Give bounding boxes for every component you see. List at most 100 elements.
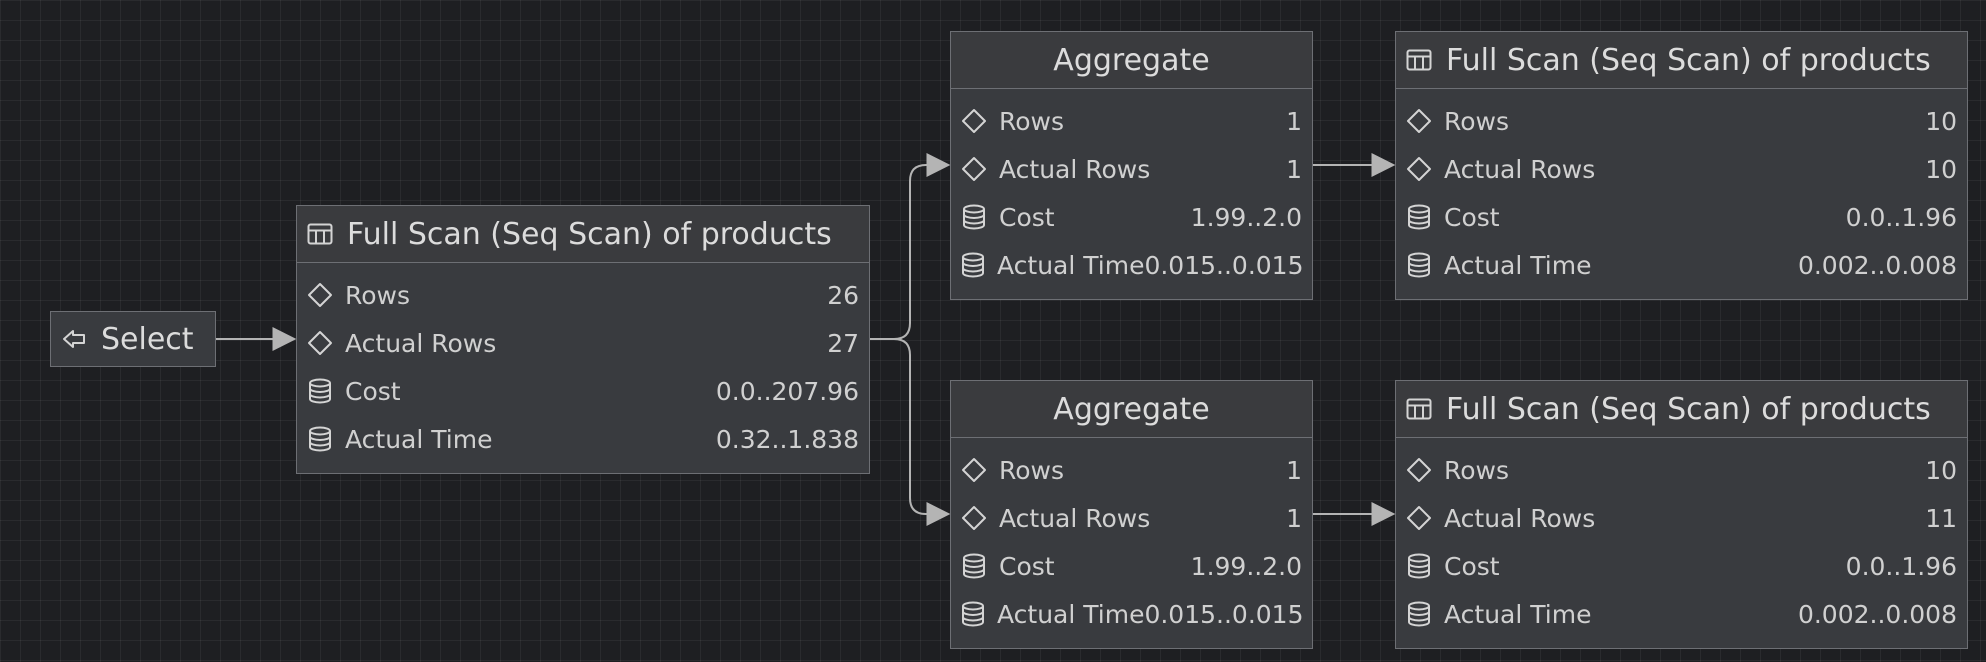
metric-row-actual-rows: Actual Rows 27 <box>297 319 869 367</box>
database-icon <box>961 553 987 579</box>
metric-label: Actual Rows <box>1444 154 1596 184</box>
metric-label: Actual Rows <box>999 154 1151 184</box>
metric-row-actual-time: Actual Time 0.32..1.838 <box>297 415 869 463</box>
metric-value: 10 <box>1925 154 1957 184</box>
edge-scan-to-aggregate-bottom <box>870 338 951 526</box>
plan-node-scan-top[interactable]: Full Scan (Seq Scan) of products Rows 10… <box>1395 31 1968 300</box>
metric-label: Cost <box>1444 551 1500 581</box>
metric-row-rows: Rows 10 <box>1396 97 1967 145</box>
metric-row-cost: Cost 1.99..2.0 <box>951 542 1312 590</box>
table-icon <box>1406 49 1432 71</box>
metric-row-cost: Cost 0.0..1.96 <box>1396 542 1967 590</box>
metric-label: Actual Time <box>997 250 1145 280</box>
metric-label: Cost <box>1444 202 1500 232</box>
diamond-icon <box>961 108 987 134</box>
metric-label: Actual Rows <box>999 503 1151 533</box>
metric-label: Cost <box>999 202 1055 232</box>
table-icon <box>307 223 333 245</box>
metric-label: Rows <box>345 280 411 310</box>
metric-value: 1 <box>1286 154 1302 184</box>
metric-row-actual-time: Actual Time 0.015..0.015 <box>951 241 1312 289</box>
database-icon <box>307 426 333 452</box>
metric-value: 0.32..1.838 <box>715 424 859 454</box>
database-icon <box>961 601 985 627</box>
metric-row-actual-rows: Actual Rows 1 <box>951 494 1312 542</box>
metric-row-actual-rows: Actual Rows 10 <box>1396 145 1967 193</box>
metric-value: 27 <box>827 328 859 358</box>
metric-row-actual-rows: Actual Rows 1 <box>951 145 1312 193</box>
metric-label: Actual Time <box>1444 250 1592 280</box>
metric-value: 0.015..0.015 <box>1144 599 1304 629</box>
metric-row-actual-time: Actual Time 0.002..0.008 <box>1396 590 1967 638</box>
node-header: Full Scan (Seq Scan) of products <box>1396 32 1967 89</box>
node-header: Full Scan (Seq Scan) of products <box>297 206 869 263</box>
diamond-icon <box>1406 505 1432 531</box>
node-title: Aggregate <box>1053 42 1210 78</box>
diamond-icon <box>961 457 987 483</box>
diamond-icon <box>961 505 987 531</box>
node-title: Aggregate <box>1053 391 1210 427</box>
metric-value: 1.99..2.0 <box>1190 551 1302 581</box>
diamond-icon <box>1406 156 1432 182</box>
metric-row-rows: Rows 10 <box>1396 446 1967 494</box>
plan-node-scan-bottom[interactable]: Full Scan (Seq Scan) of products Rows 10… <box>1395 380 1968 649</box>
diamond-icon <box>1406 457 1432 483</box>
metric-value: 0.015..0.015 <box>1144 250 1304 280</box>
metric-value: 0.0..1.96 <box>1845 202 1957 232</box>
metric-value: 11 <box>1925 503 1957 533</box>
metric-value: 0.0..1.96 <box>1845 551 1957 581</box>
metric-label: Cost <box>345 376 401 406</box>
database-icon <box>1406 553 1432 579</box>
metric-label: Actual Rows <box>345 328 497 358</box>
metric-value: 10 <box>1925 455 1957 485</box>
node-header: Aggregate <box>951 32 1312 89</box>
metric-value: 1 <box>1286 106 1302 136</box>
node-title: Full Scan (Seq Scan) of products <box>347 216 832 252</box>
database-icon <box>961 252 985 278</box>
table-icon <box>1406 398 1432 420</box>
metric-label: Actual Rows <box>1444 503 1596 533</box>
metric-value: 26 <box>827 280 859 310</box>
metric-value: 0.002..0.008 <box>1797 250 1957 280</box>
metric-value: 1 <box>1286 455 1302 485</box>
metric-label: Actual Time <box>345 424 493 454</box>
metric-row-rows: Rows 1 <box>951 446 1312 494</box>
database-icon <box>1406 601 1432 627</box>
metric-value: 1.99..2.0 <box>1190 202 1302 232</box>
plan-node-scan-root[interactable]: Full Scan (Seq Scan) of products Rows 26… <box>296 205 870 474</box>
select-node[interactable]: Select <box>50 311 216 367</box>
metric-label: Rows <box>999 106 1065 136</box>
metric-value: 10 <box>1925 106 1957 136</box>
diamond-icon <box>961 156 987 182</box>
metric-label: Rows <box>999 455 1065 485</box>
metric-row-cost: Cost 0.0..1.96 <box>1396 193 1967 241</box>
edge-scan-to-aggregate-top <box>870 153 951 340</box>
select-node-label: Select <box>101 321 194 357</box>
exit-arrow-icon <box>61 328 87 350</box>
database-icon <box>1406 204 1432 230</box>
node-header: Full Scan (Seq Scan) of products <box>1396 381 1967 438</box>
metric-row-cost: Cost 0.0..207.96 <box>297 367 869 415</box>
diamond-icon <box>307 282 333 308</box>
plan-node-aggregate-top[interactable]: Aggregate Rows 1 Actual Rows 1 Cost 1.99… <box>950 31 1313 300</box>
metric-label: Actual Time <box>1444 599 1592 629</box>
diamond-icon <box>1406 108 1432 134</box>
metric-row-actual-time: Actual Time 0.002..0.008 <box>1396 241 1967 289</box>
diamond-icon <box>307 330 333 356</box>
metric-row-rows: Rows 1 <box>951 97 1312 145</box>
metric-value: 0.002..0.008 <box>1797 599 1957 629</box>
metric-row-actual-time: Actual Time 0.015..0.015 <box>951 590 1312 638</box>
metric-row-rows: Rows 26 <box>297 271 869 319</box>
database-icon <box>961 204 987 230</box>
database-icon <box>1406 252 1432 278</box>
metric-value: 1 <box>1286 503 1302 533</box>
metric-label: Actual Time <box>997 599 1145 629</box>
metric-label: Rows <box>1444 106 1510 136</box>
database-icon <box>307 378 333 404</box>
node-title: Full Scan (Seq Scan) of products <box>1446 42 1931 78</box>
metric-row-actual-rows: Actual Rows 11 <box>1396 494 1967 542</box>
metric-label: Rows <box>1444 455 1510 485</box>
node-header: Aggregate <box>951 381 1312 438</box>
metric-row-cost: Cost 1.99..2.0 <box>951 193 1312 241</box>
plan-node-aggregate-bottom[interactable]: Aggregate Rows 1 Actual Rows 1 Cost 1.99… <box>950 380 1313 649</box>
